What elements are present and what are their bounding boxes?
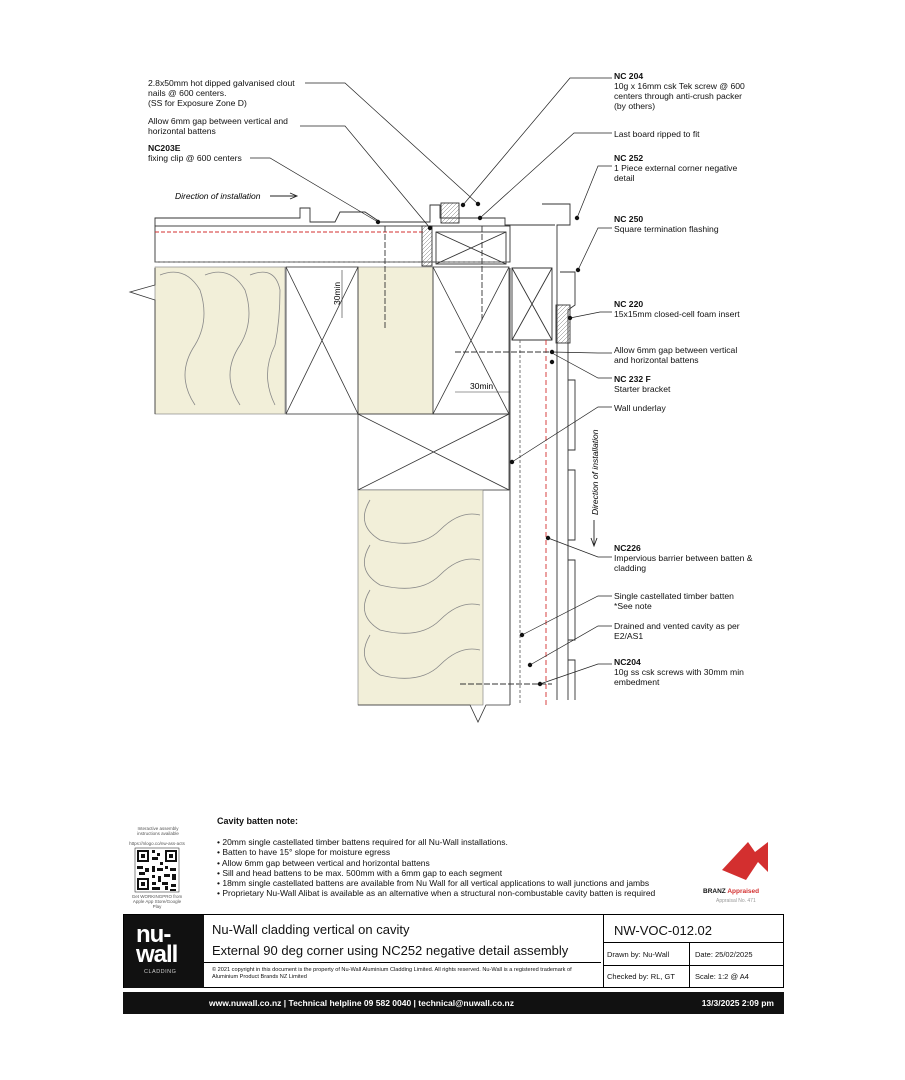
date: Date: 25/02/2025 [695,950,753,959]
drawn-by: Drawn by: Nu-Wall [607,950,670,959]
drawing-title: Nu-Wall cladding vertical on cavity [212,922,410,937]
scale: Scale: 1:2 @ A4 [695,972,749,981]
direction-vertical-arrow [590,520,598,548]
direction-horizontal: Direction of installation [175,191,261,201]
direction-vertical: Direction of installation [590,429,600,515]
logo-wordmark: nu-wall [136,921,178,968]
logo-sub: CLADDING [144,969,177,975]
branz-brand: BRANZ [703,888,726,895]
note-item: Proprietary Nu-Wall Alibat is available … [217,888,655,898]
drawing-code: NW-VOC-012.02 [614,923,713,938]
footer-bar: www.nuwall.co.nz | Technical helpline 09… [123,992,784,1014]
drawing-subtitle: External 90 deg corner using NC252 negat… [212,943,569,958]
branz-appraised: Appraised [727,888,760,895]
callout-timber-batten: Single castellated timber batten *See no… [614,591,734,611]
copyright: © 2021 copyright in this document is the… [212,967,572,980]
nuwall-logo: nu-wall CLADDING [124,915,204,988]
callout-wall-underlay: Wall underlay [614,403,666,413]
direction-horizontal-arrow [270,192,299,200]
note-item: Allow 6mm gap between vertical and horiz… [217,858,655,868]
note-item: Batten to have 15° slope for moisture eg… [217,847,655,857]
qr-url[interactable]: https://nlogo.co/nw-ass-acts [129,841,185,846]
branz-number: Appraisal No. 471 [716,898,756,904]
side-cladding [509,203,576,705]
break-line-top [128,268,156,414]
callout-gap-right: Allow 6mm gap between vertical and horiz… [614,345,738,365]
callout-gap-left: Allow 6mm gap between vertical and horiz… [148,116,288,136]
callout-clout-nails: 2.8x50mm hot dipped galvanised clout nai… [148,78,295,108]
dim-30min-horizontal: 30min [470,381,493,391]
top-cladding [154,202,555,267]
branz-text: BRANZ Appraised [703,888,759,895]
footer-timestamp: 13/3/2025 2:09 pm [701,998,774,1008]
callout-last-board: Last board ripped to fit [614,129,700,139]
note-item: 18mm single castellated battens are avai… [217,878,655,888]
branz-logo [722,842,768,880]
break-line-bottom [358,704,510,723]
note-item: 20mm single castellated timber battens r… [217,837,655,847]
insulation-top [154,266,434,415]
qr-caption-bottom: Get WORKINGPRO from Apple App Store/Goog… [131,894,183,909]
dimensions [341,270,510,393]
callout-cavity: Drained and vented cavity as per E2/AS1 [614,621,740,641]
title-block: nu-wall CLADDING Nu-Wall cladding vertic… [123,914,784,988]
dim-30min-vertical: 30min [332,282,342,305]
qr-caption-top: Interactive assembly instructions availa… [137,826,179,836]
note-list: 20mm single castellated timber battens r… [217,837,655,899]
note-item: Sill and head battens to be max. 500mm w… [217,868,655,878]
timber-studs-top [285,266,510,491]
insulation-side [357,489,484,706]
leader-dots [375,201,581,687]
note-title: Cavity batten note: [217,816,299,826]
screws [384,226,552,685]
qr-code [134,847,180,893]
footer-contact[interactable]: www.nuwall.co.nz | Technical helpline 09… [209,998,514,1008]
checked-by: Checked by: RL, GT [607,972,675,981]
leader-lines [250,77,612,685]
